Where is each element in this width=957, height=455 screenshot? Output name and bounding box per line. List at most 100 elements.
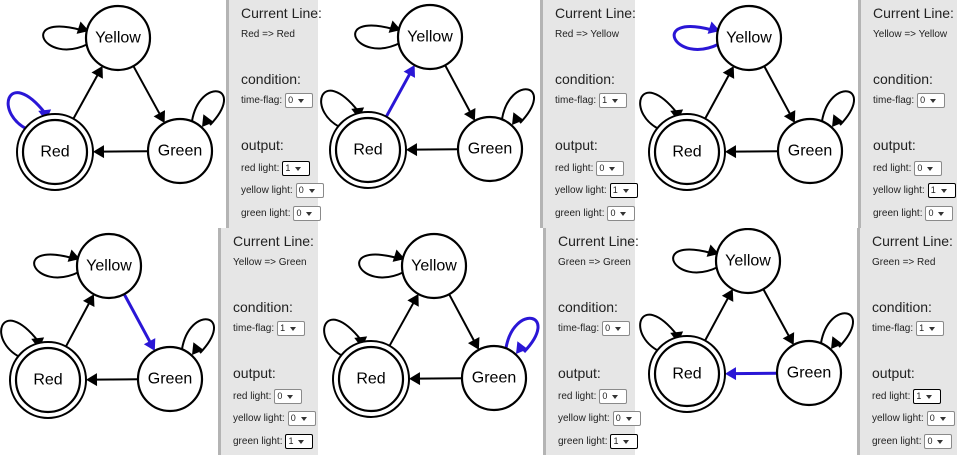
time-flag-select-value: 1 xyxy=(919,323,925,333)
time-flag-select[interactable]: 0 xyxy=(285,93,314,108)
yellow-light-select[interactable]: 0 xyxy=(295,183,324,198)
red-light-select[interactable]: 0 xyxy=(599,389,628,404)
yellow-light-select-value: 1 xyxy=(930,185,936,195)
time-flag-select-value: 1 xyxy=(602,95,608,105)
edge-green-self-loop xyxy=(181,318,215,354)
green-light-row: green light:0 xyxy=(873,206,954,221)
green-light-select[interactable]: 0 xyxy=(924,434,953,449)
red-light-select[interactable]: 1 xyxy=(282,161,311,176)
edge-red-to-yellow xyxy=(701,296,730,347)
red-light-label: red light: xyxy=(872,391,911,403)
time-flag-select[interactable]: 1 xyxy=(277,321,306,336)
time-flag-select-chevron-icon xyxy=(929,326,936,331)
current-line-value: Red => Red xyxy=(241,29,295,40)
green-light-select-chevron-icon xyxy=(937,439,944,444)
red-light-label: red light: xyxy=(241,163,280,175)
green-light-row: green light:0 xyxy=(555,206,636,221)
yellow-light-label: yellow light: xyxy=(233,413,285,425)
edge-yellow-to-green-arrowhead xyxy=(783,110,796,123)
red-light-label: red light: xyxy=(873,163,912,175)
green-light-select[interactable]: 0 xyxy=(925,206,954,221)
time-flag-select-value: 1 xyxy=(280,323,286,333)
edge-red-self-loop xyxy=(0,319,39,360)
edge-yellow-to-green-arrowhead xyxy=(782,332,795,345)
node-yellow-label: Yellow xyxy=(411,258,457,275)
node-green-label: Green xyxy=(472,370,516,387)
yellow-light-select[interactable]: 1 xyxy=(927,183,956,198)
time-flag-select[interactable]: 0 xyxy=(602,321,631,336)
output-heading: output: xyxy=(873,137,916,153)
red-light-select-value: 0 xyxy=(602,391,608,401)
time-flag-select-value: 0 xyxy=(920,95,926,105)
yellow-light-row: yellow light:0 xyxy=(233,411,316,426)
red-light-select-chevron-icon xyxy=(295,166,302,171)
edge-yellow-self-loop xyxy=(358,253,405,279)
yellow-light-select[interactable]: 0 xyxy=(612,411,641,426)
edge-red-self-loop xyxy=(323,318,362,359)
condition-heading: condition: xyxy=(555,71,615,87)
edge-yellow-to-green xyxy=(444,64,472,114)
current-line-heading: Current Line: xyxy=(555,5,636,21)
green-light-label: green light: xyxy=(558,436,608,448)
red-light-select[interactable]: 0 xyxy=(914,161,943,176)
edge-yellow-to-green xyxy=(448,293,476,343)
time-flag-select[interactable]: 1 xyxy=(599,93,628,108)
edge-red-self-loop xyxy=(639,313,678,354)
yellow-light-select-chevron-icon xyxy=(622,188,629,193)
green-light-label: green light: xyxy=(872,436,922,448)
edge-green-self-loop xyxy=(821,90,855,126)
time-flag-select[interactable]: 0 xyxy=(917,93,946,108)
yellow-light-row: yellow light:0 xyxy=(241,183,324,198)
edge-yellow-to-green-arrowhead xyxy=(467,337,480,350)
node-green-label: Green xyxy=(788,143,832,160)
time-flag-label: time-flag: xyxy=(558,323,600,335)
condition-heading: condition: xyxy=(873,71,933,87)
green-light-select-chevron-icon xyxy=(938,211,945,216)
node-red xyxy=(21,118,89,186)
red-light-select[interactable]: 0 xyxy=(596,161,625,176)
yellow-light-label: yellow light: xyxy=(872,413,924,425)
edge-red-to-yellow xyxy=(62,301,91,353)
condition-heading: condition: xyxy=(558,299,618,315)
green-light-select[interactable]: 0 xyxy=(293,206,322,221)
red-light-label: red light: xyxy=(233,391,272,403)
edge-yellow-to-green-arrowhead xyxy=(153,110,166,123)
time-flag-select[interactable]: 1 xyxy=(916,321,945,336)
red-light-row: red light: 0 xyxy=(873,161,943,176)
edge-yellow-self-loop xyxy=(672,248,719,274)
yellow-light-label: yellow light: xyxy=(873,185,925,197)
time-flag-select-chevron-icon xyxy=(298,98,305,103)
node-green xyxy=(776,117,844,185)
green-light-select[interactable]: 1 xyxy=(285,434,314,449)
yellow-light-row: yellow light:0 xyxy=(558,411,641,426)
green-light-select-value: 1 xyxy=(288,436,294,446)
red-light-select-value: 0 xyxy=(917,163,923,173)
node-green xyxy=(460,344,528,412)
yellow-light-select[interactable]: 1 xyxy=(609,183,638,198)
yellow-light-select[interactable]: 0 xyxy=(926,411,955,426)
output-heading: output: xyxy=(241,137,284,153)
node-yellow-label: Yellow xyxy=(86,258,132,275)
edge-red-to-yellow xyxy=(701,73,731,125)
node-red xyxy=(653,118,721,186)
node-yellow-label: Yellow xyxy=(725,253,771,270)
output-heading: output: xyxy=(872,365,915,381)
node-yellow-label: Yellow xyxy=(726,30,772,47)
yellow-light-select-chevron-icon xyxy=(939,416,946,421)
red-light-select[interactable]: 1 xyxy=(913,389,942,404)
yellow-light-select[interactable]: 0 xyxy=(287,411,316,426)
red-light-select[interactable]: 0 xyxy=(274,389,303,404)
current-line-heading: Current Line: xyxy=(558,233,639,249)
edge-yellow-self-loop xyxy=(672,25,720,51)
time-flag-row: time-flag:1 xyxy=(555,93,628,108)
red-light-select-chevron-icon xyxy=(287,394,294,399)
edge-red-to-yellow-arrowhead xyxy=(721,289,734,302)
yellow-light-select-chevron-icon xyxy=(940,188,947,193)
yellow-light-select-value: 1 xyxy=(612,185,618,195)
green-light-select[interactable]: 1 xyxy=(610,434,639,449)
green-light-select[interactable]: 0 xyxy=(607,206,636,221)
green-light-select-value: 0 xyxy=(610,208,616,218)
